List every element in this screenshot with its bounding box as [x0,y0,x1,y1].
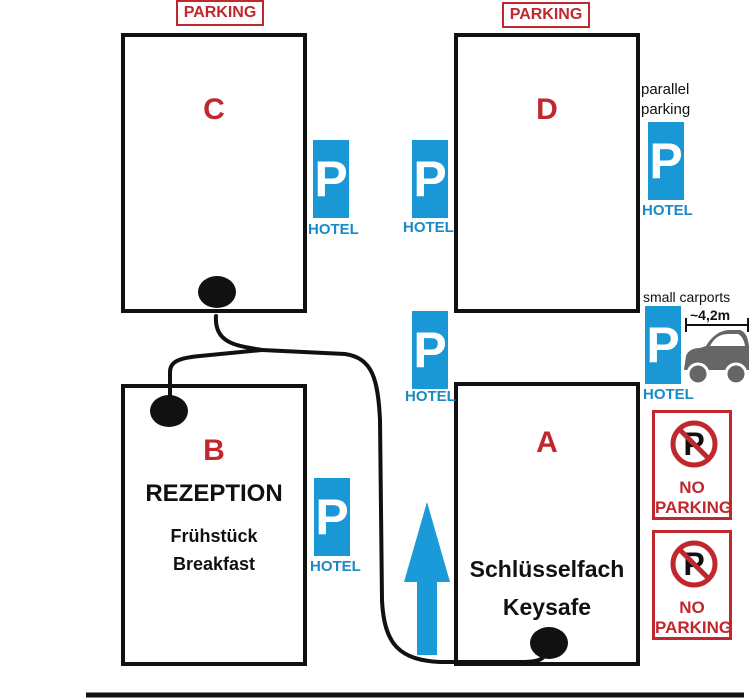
hotel-label-2: HOTEL [403,219,454,236]
hotel-label-4: HOTEL [405,388,456,405]
no-parking-1-line1: NO [679,478,705,497]
building-b-line1: Frühstück [170,526,258,546]
building-d: D [454,33,640,313]
note-carport-width: ~4,2m [690,307,731,323]
no-parking-icon: P [670,540,718,588]
hotel-label-3: HOTEL [642,202,693,219]
building-b-letter: B [203,434,225,467]
hotel-label-5: HOTEL [643,386,694,403]
note-parallel-line1: parallel [641,81,690,98]
entrance-dot-c [198,276,236,308]
no-parking-1-line2: PARKING [655,498,733,517]
car-icon [684,330,749,386]
building-c-letter: C [203,93,225,126]
building-a-line1: Schlüsselfach [469,556,625,582]
building-a: A Schlüsselfach Keysafe [454,382,640,666]
no-parking-2-line1: NO [679,598,705,617]
hotel-parking-sign-1: P [313,140,349,218]
parking-banner-right: PARKING [502,2,590,28]
hotel-parking-sign-4: P [412,311,448,389]
note-parallel-line2: parking [641,101,691,118]
no-parking-2-line2: PARKING [655,618,733,637]
hotel-parking-sign-2: P [412,140,448,218]
entrance-dot-b [150,395,188,427]
hotel-parking-sign-5: P [645,306,681,384]
building-a-letter: A [536,426,558,459]
parking-banner-left: PARKING [176,0,264,26]
building-b: B REZEPTION Frühstück Breakfast [121,384,307,666]
building-c: C [121,33,307,313]
note-carports: small carports [643,289,731,305]
building-a-line2: Keysafe [502,594,592,620]
hotel-label-1: HOTEL [308,221,359,238]
route-path [213,314,550,664]
no-parking-sign-2: P NO PARKING [652,530,732,640]
building-b-line2: Breakfast [172,554,256,574]
route-branch [168,348,264,402]
no-parking-icon: P [670,420,718,468]
building-d-letter: D [536,93,558,126]
no-parking-sign-1: P NO PARKING [652,410,732,520]
building-b-title: REZEPTION [145,480,283,507]
hotel-parking-sign-6: P [314,478,350,556]
hotel-parking-sign-3: P [648,122,684,200]
entrance-dot-a [530,627,568,659]
direction-arrow [404,502,450,655]
hotel-label-6: HOTEL [310,558,361,575]
